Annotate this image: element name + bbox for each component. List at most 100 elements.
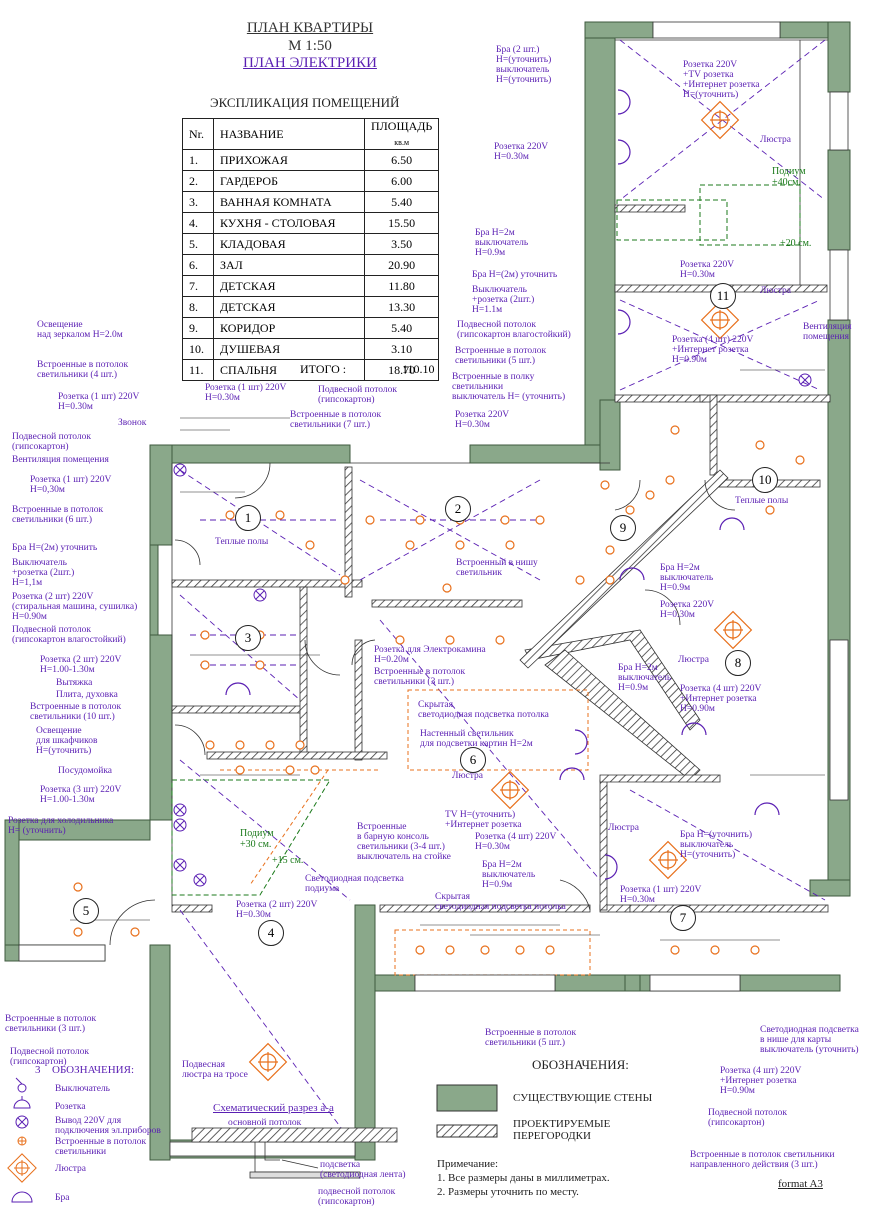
room-number: 5 <box>73 898 99 924</box>
annotation-text: Подвесной потолок <box>12 432 92 442</box>
annotation-text: +розетка (2шт.) <box>472 295 535 305</box>
annotation-text: +Интернет розетка <box>672 345 749 355</box>
row-name: ДУШЕВАЯ <box>213 338 365 360</box>
legend-text: подключения эл.приборов <box>55 1126 161 1136</box>
annotation-text: выключатель на стойке <box>357 852 451 862</box>
annotation-text: светильники (7 шт.) <box>290 420 370 430</box>
annotation: Подвесной потолок(гипсокартон) <box>708 1108 787 1128</box>
annotation-text: Бра (2 шт.) <box>496 45 540 55</box>
row-nr: 8. <box>182 296 214 318</box>
annotation-text: H=0.9м <box>475 248 506 258</box>
section-label: основной потолок <box>228 1118 302 1128</box>
annotation: Подвесной потолок(гипсокартон) <box>10 1047 89 1067</box>
annotation-text: светильники <box>452 382 504 392</box>
annotation-text: (гипсокартон влагостойкий) <box>12 635 126 645</box>
annotation-text: Встроенные в потолок <box>12 505 104 515</box>
annotation-text: Встроенные <box>357 822 407 832</box>
legend-sconce: Бра <box>55 1193 70 1203</box>
annotation-text: светильник <box>456 568 502 578</box>
annotation-text: +Интернет розетка <box>683 80 760 90</box>
annotation-text: Выключатель <box>472 285 528 295</box>
annotation-text: Встроенные в потолок <box>30 702 122 712</box>
annotation-text: H=(уточнить) <box>36 746 92 756</box>
annotation-text: светильники (4 шт.) <box>37 370 117 380</box>
annotation: Люстра <box>760 135 791 145</box>
section-text: подсветка <box>320 1160 361 1170</box>
podium-label: +20 см. <box>780 238 812 249</box>
downlights <box>73 425 805 955</box>
row-nr: 2. <box>182 170 214 192</box>
chandeliers <box>248 100 753 1082</box>
annotation-text: Розетка 220V <box>494 142 549 152</box>
annotation-text: Розетка (1 шт) 220V <box>620 885 702 895</box>
annotation-text: +Интернет розетка <box>680 694 757 704</box>
annotation-text: Розетка 220V <box>683 60 738 70</box>
annotation-text: Розетка (1 шт) 220V <box>30 475 112 485</box>
annotation-text: Бра H=2м <box>482 860 522 870</box>
annotation-text: светильники (10 шт.) <box>30 712 115 722</box>
room-number: 7 <box>670 905 696 931</box>
col-area-label: ПЛОЩАДЬ <box>371 119 433 133</box>
annotation-text: H=0.90м <box>680 704 715 714</box>
annotation-text: светильники (6 шт.) <box>12 515 92 525</box>
annotation-text: Светодиодная подсветка <box>305 874 404 884</box>
annotation-text: H=0.30м <box>475 842 510 852</box>
total-label: ИТОГО : <box>300 362 347 376</box>
explication-title: ЭКСПЛИКАЦИЯ ПОМЕЩЕНИЙ <box>210 95 400 110</box>
legend-text: Вывод 220V для <box>55 1116 122 1126</box>
legend2-title: ОБОЗНАЧЕНИЯ: <box>532 1057 629 1072</box>
legend2-text: ПЕРЕГОРОДКИ <box>513 1130 591 1142</box>
annotation: Подвесной потолок(гипсокартон) <box>318 385 397 405</box>
annotation-text: для подсветки картин H=2м <box>420 739 533 749</box>
annotation: Посудомойка <box>58 766 113 776</box>
annotation-text: Розетка 220V <box>680 260 735 270</box>
annotation-text: Розетка (4 шт) 220V <box>672 335 754 345</box>
annotation-text: подиума <box>305 884 340 894</box>
row-name: КОРИДОР <box>213 317 365 339</box>
note-2: 2. Размеры уточнить по месту. <box>437 1186 579 1198</box>
annotation-text: H=0,30м <box>30 485 65 495</box>
annotation: Выключатель+розетка (2шт.)H=1,1м <box>12 558 74 588</box>
col-area-unit: кв.м <box>394 138 410 147</box>
annotation-text: Скрытая <box>418 700 453 710</box>
room-number: 2 <box>445 496 471 522</box>
row-area: 3.50 <box>363 233 440 255</box>
annotation: Люстра <box>608 823 639 833</box>
row-area: 13.30 <box>363 296 440 318</box>
annotation-text: Встроенные в потолок <box>290 410 382 420</box>
row-area: 18.70 <box>363 359 440 381</box>
notes-title: Примечание: <box>437 1158 499 1170</box>
annotation-text: (гипсокартон влагостойкий) <box>457 330 571 340</box>
annotation-text: H=(уточнить) <box>683 90 739 100</box>
row-nr: 7. <box>182 275 214 297</box>
annotation-text: в барную консоль <box>357 832 429 842</box>
row-area: 6.00 <box>363 170 440 192</box>
legend-switch: Выключатель <box>55 1084 111 1094</box>
annotation: Звонок <box>118 418 147 428</box>
annotation-text: Бра H=2м <box>475 228 515 238</box>
annotation-text: H= (уточнить) <box>8 826 66 836</box>
plan-title: ПЛАН КВАРТИРЫ <box>246 20 374 36</box>
annotation-text: Розетка (1 шт) 220V <box>205 383 287 393</box>
annotation-text: H=1.1м <box>472 305 503 315</box>
section-text: (светодиодная лента) <box>320 1170 406 1180</box>
